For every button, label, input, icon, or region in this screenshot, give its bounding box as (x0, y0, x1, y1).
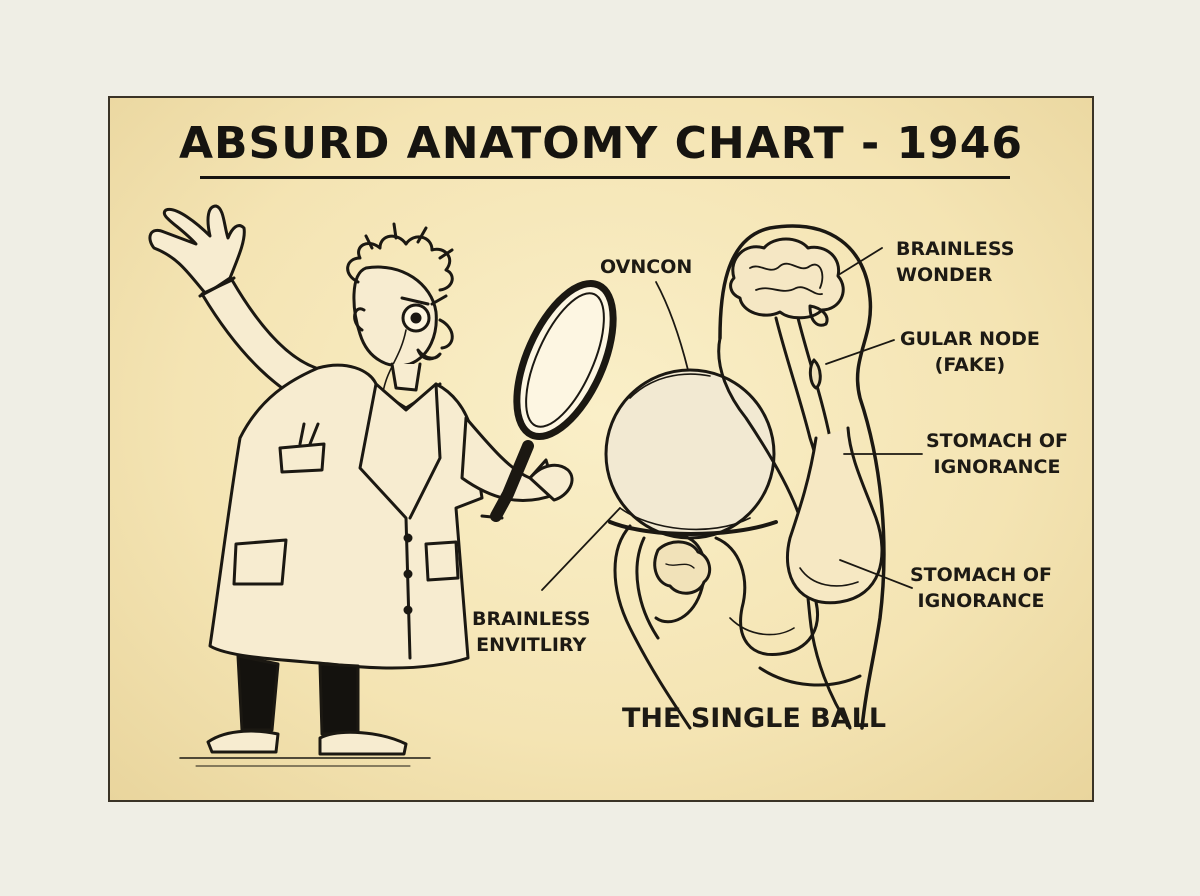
scientist-illustration (148, 204, 574, 767)
label-stomach-lower-line1: STOMACH OF (910, 564, 1052, 586)
label-stomach-lower: STOMACH OF IGNORANCE (910, 562, 1052, 614)
bottom-caption: THE SINGLE BALL (622, 703, 887, 734)
label-brainless-entity: BRAINLESS ENVITLIRY (472, 606, 590, 658)
title-underline (200, 176, 1010, 179)
magnifying-glass-icon (480, 280, 617, 522)
label-stomach-upper: STOMACH OF IGNORANCE (926, 428, 1068, 480)
label-brainless-wonder-line2: WONDER (896, 264, 993, 286)
label-stomach-lower-line2: IGNORANCE (917, 590, 1045, 612)
poster-artwork (148, 204, 923, 767)
page-title: ABSURD ANATOMY CHART - 1946 (178, 118, 1024, 169)
anatomy-poster: ABSURD ANATOMY CHART - 1946 OVNCON BRAIN… (108, 96, 1094, 802)
label-ovncon-text: OVNCON (600, 256, 693, 278)
label-brainless-entity-line1: BRAINLESS (472, 608, 591, 630)
anatomy-cross-section (541, 224, 923, 730)
label-brainless-entity-line2: ENVITLIRY (476, 634, 587, 656)
label-ovncon: OVNCON (600, 254, 692, 280)
sphere-ball (604, 368, 778, 540)
label-gular-node-line1: GULAR NODE (900, 328, 1040, 350)
brain-icon (729, 237, 845, 327)
bottom-caption-text: THE SINGLE BALL (622, 703, 887, 734)
label-brainless-wonder-line1: BRAINLESS (896, 238, 1015, 260)
label-gular-node: GULAR NODE (FAKE) (900, 326, 1040, 378)
label-brainless-wonder: BRAINLESS WONDER (896, 236, 1014, 288)
label-stomach-upper-line2: IGNORANCE (933, 456, 1061, 478)
label-stomach-upper-line1: STOMACH OF (926, 430, 1068, 452)
label-gular-node-line2: (FAKE) (934, 354, 1006, 376)
